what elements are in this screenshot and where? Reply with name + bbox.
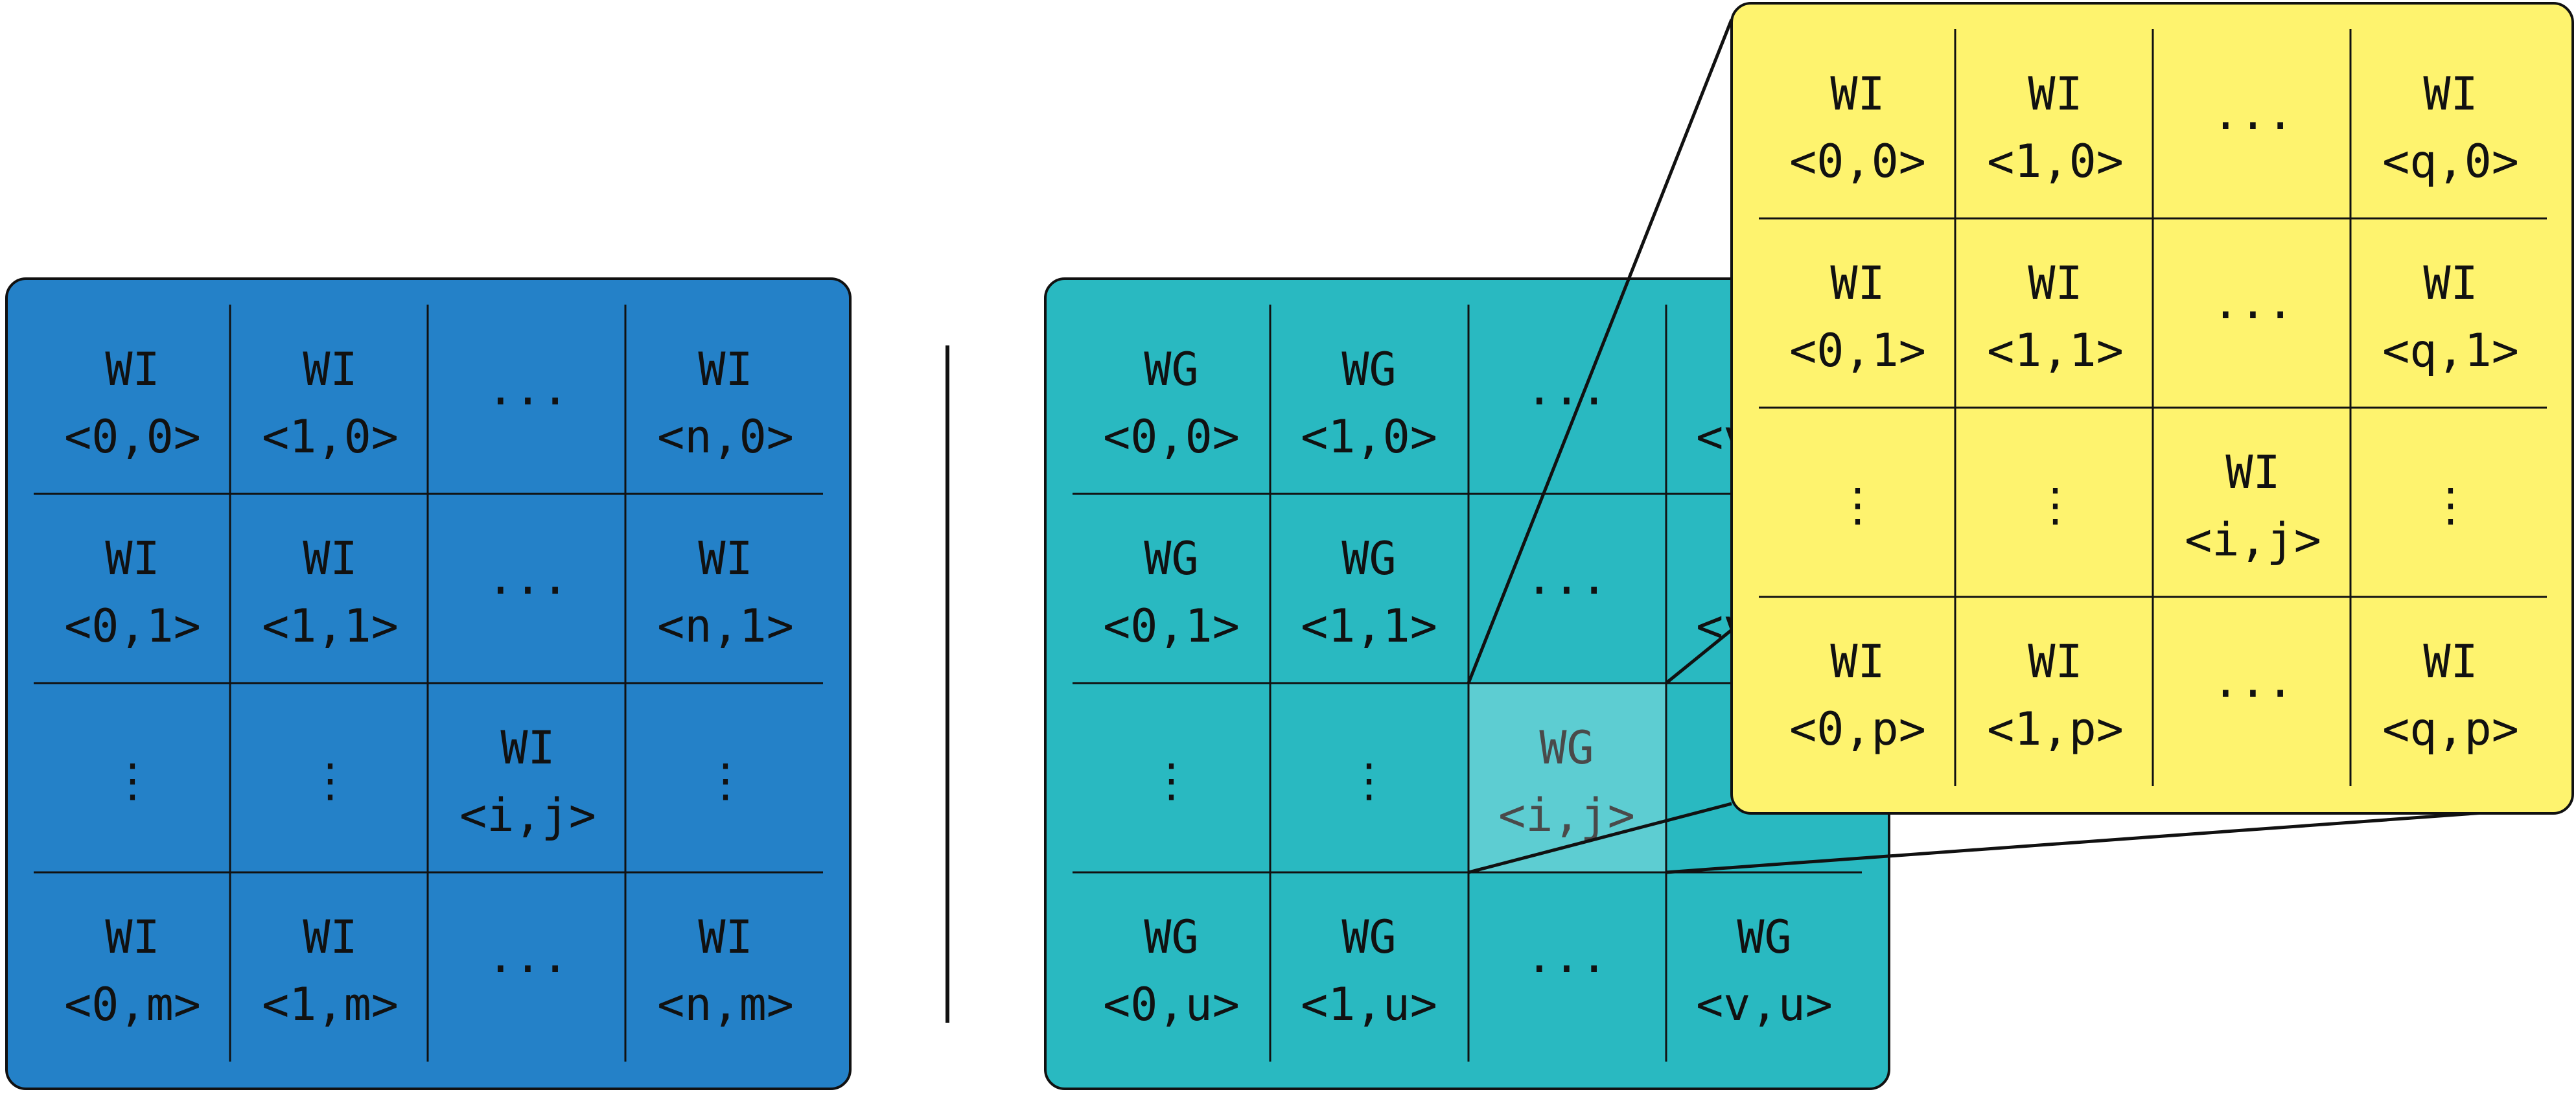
zoom-work-item-cell-0-label: WI — [1830, 67, 1885, 121]
zoom-cells: WI <0,0> WI <1,0>... WI <q,0> WI <0,1> WI <1,1>..… — [1789, 67, 2519, 756]
work-group-cell-12-index: <0,u> — [1103, 978, 1240, 1031]
work-items-panel: WI <0,0> WI <1,0>... WI <n,0> WI <0,1> WI <1,1>..… — [5, 277, 852, 1090]
work-group-cell-6-ellipsis: ... — [1526, 552, 1607, 605]
work-item-cell-2-ellipsis: ... — [487, 362, 568, 415]
work-item-cell-12-label: WI — [105, 911, 159, 964]
zoom-panel: WI <0,0> WI <1,0>... WI <q,0> WI <0,1> WI <1,1>..… — [1730, 2, 2574, 815]
work-group-cell-10-index: <i,j> — [1498, 789, 1635, 842]
work-item-cell-4-label: WI — [105, 532, 159, 585]
work-group-cell-13-label: WG — [1341, 911, 1396, 964]
work-group-cell-5-label: WG — [1341, 532, 1396, 585]
zoom-work-item-cell-0-index: <0,0> — [1789, 135, 1926, 188]
zoom-work-item-cell-11-vdots: ⋮ — [2428, 478, 2474, 531]
zoom-work-item-cell-13-label: WI — [2028, 635, 2082, 688]
work-item-cell-7-index: <n,1> — [657, 599, 794, 653]
work-item-cell-10-index: <i,j> — [459, 789, 596, 842]
work-item-cell-10-label: WI — [500, 721, 555, 774]
zoom-work-item-cell-3-index: <q,0> — [2382, 135, 2519, 188]
zoom-work-item-cell-4-label: WI — [1830, 257, 1885, 310]
work-group-cell-14-ellipsis: ... — [1526, 930, 1607, 983]
work-item-cell-5-index: <1,1> — [262, 599, 399, 653]
work-item-cell-0-label: WI — [105, 343, 159, 396]
highlighted-work-group-cell — [1468, 683, 1666, 872]
zoom-work-item-cell-2-ellipsis: ... — [2212, 87, 2293, 140]
work-group-cell-0-index: <0,0> — [1103, 410, 1240, 463]
work-group-cell-1-label: WG — [1341, 343, 1396, 396]
zoom-line-top-left — [1467, 19, 1734, 684]
work-item-cell-14-ellipsis: ... — [487, 930, 568, 983]
zoom-work-item-cell-5-index: <1,1> — [1987, 324, 2124, 377]
work-group-cell-15-index: <v,u> — [1696, 978, 1833, 1031]
work-group-cell-0-label: WG — [1144, 343, 1198, 396]
zoom-work-item-cell-6-ellipsis: ... — [2212, 276, 2293, 329]
work-item-cell-7-label: WI — [698, 532, 752, 585]
work-items-cells: WI <0,0> WI <1,0>... WI <n,0> WI <0,1> WI <1,1>..… — [64, 343, 794, 1031]
zoom-work-item-cell-8-vdots: ⋮ — [1835, 478, 1881, 531]
zoom-work-item-cell-14-ellipsis: ... — [2212, 655, 2293, 708]
zoom-work-item-cell-1-label: WI — [2028, 67, 2082, 121]
zoom-work-item-cell-10-label: WI — [2225, 446, 2280, 499]
work-item-cell-15-index: <n,m> — [657, 978, 794, 1031]
zoom-work-item-cell-13-index: <1,p> — [1987, 703, 2124, 756]
zoom-grid-lines — [1759, 29, 2547, 786]
zoom-work-item-cell-9-vdots: ⋮ — [2033, 478, 2078, 531]
zoom-line-top-right — [1665, 629, 1733, 684]
work-item-cell-5-label: WI — [303, 532, 357, 585]
work-item-cell-13-index: <1,m> — [262, 978, 399, 1031]
zoom-work-item-cell-15-label: WI — [2423, 635, 2477, 688]
work-group-cell-9-vdots: ⋮ — [1347, 754, 1392, 807]
work-item-cell-0-index: <0,0> — [64, 410, 201, 463]
work-group-cell-10-label: WG — [1539, 721, 1594, 774]
work-item-cell-3-index: <n,0> — [657, 410, 794, 463]
work-group-cell-13-index: <1,u> — [1301, 978, 1437, 1031]
work-item-cell-13-label: WI — [303, 911, 357, 964]
work-item-cell-9-vdots: ⋮ — [308, 754, 353, 807]
work-item-cell-1-index: <1,0> — [262, 410, 399, 463]
zoom-work-item-cell-3-label: WI — [2423, 67, 2477, 121]
work-group-cell-5-index: <1,1> — [1301, 599, 1437, 653]
work-group-cell-15-label: WG — [1737, 911, 1791, 964]
work-items-grid-lines — [34, 305, 823, 1062]
work-item-cell-6-ellipsis: ... — [487, 552, 568, 605]
zoom-line-bottom-left — [1468, 802, 1732, 874]
work-group-cell-2-ellipsis: ... — [1526, 362, 1607, 415]
work-group-cell-8-vdots: ⋮ — [1149, 754, 1194, 807]
zoom-work-item-cell-7-label: WI — [2423, 257, 2477, 310]
work-item-cell-11-vdots: ⋮ — [703, 754, 748, 807]
work-item-cell-15-label: WI — [698, 911, 752, 964]
zoom-work-item-cell-5-label: WI — [2028, 257, 2082, 310]
work-group-cell-4-label: WG — [1144, 532, 1198, 585]
work-item-cell-1-label: WI — [303, 343, 357, 396]
work-item-cell-4-index: <0,1> — [64, 599, 201, 653]
work-item-cell-3-label: WI — [698, 343, 752, 396]
work-group-cell-12-label: WG — [1144, 911, 1198, 964]
zoom-work-item-cell-12-index: <0,p> — [1789, 703, 1926, 756]
zoom-work-item-cell-12-label: WI — [1830, 635, 1885, 688]
work-group-cell-4-index: <0,1> — [1103, 599, 1240, 653]
work-item-cell-8-vdots: ⋮ — [110, 754, 156, 807]
zoom-work-item-cell-1-index: <1,0> — [1987, 135, 2124, 188]
work-group-cell-1-index: <1,0> — [1301, 410, 1437, 463]
zoom-connector-lines — [1467, 19, 2502, 874]
zoom-work-item-cell-15-index: <q,p> — [2382, 703, 2519, 756]
zoom-work-item-cell-10-index: <i,j> — [2185, 513, 2321, 566]
zoom-work-item-cell-7-index: <q,1> — [2382, 324, 2519, 377]
zoom-work-item-cell-4-index: <0,1> — [1789, 324, 1926, 377]
work-item-cell-12-index: <0,m> — [64, 978, 201, 1031]
zoom-line-bottom-right — [1665, 809, 2502, 874]
